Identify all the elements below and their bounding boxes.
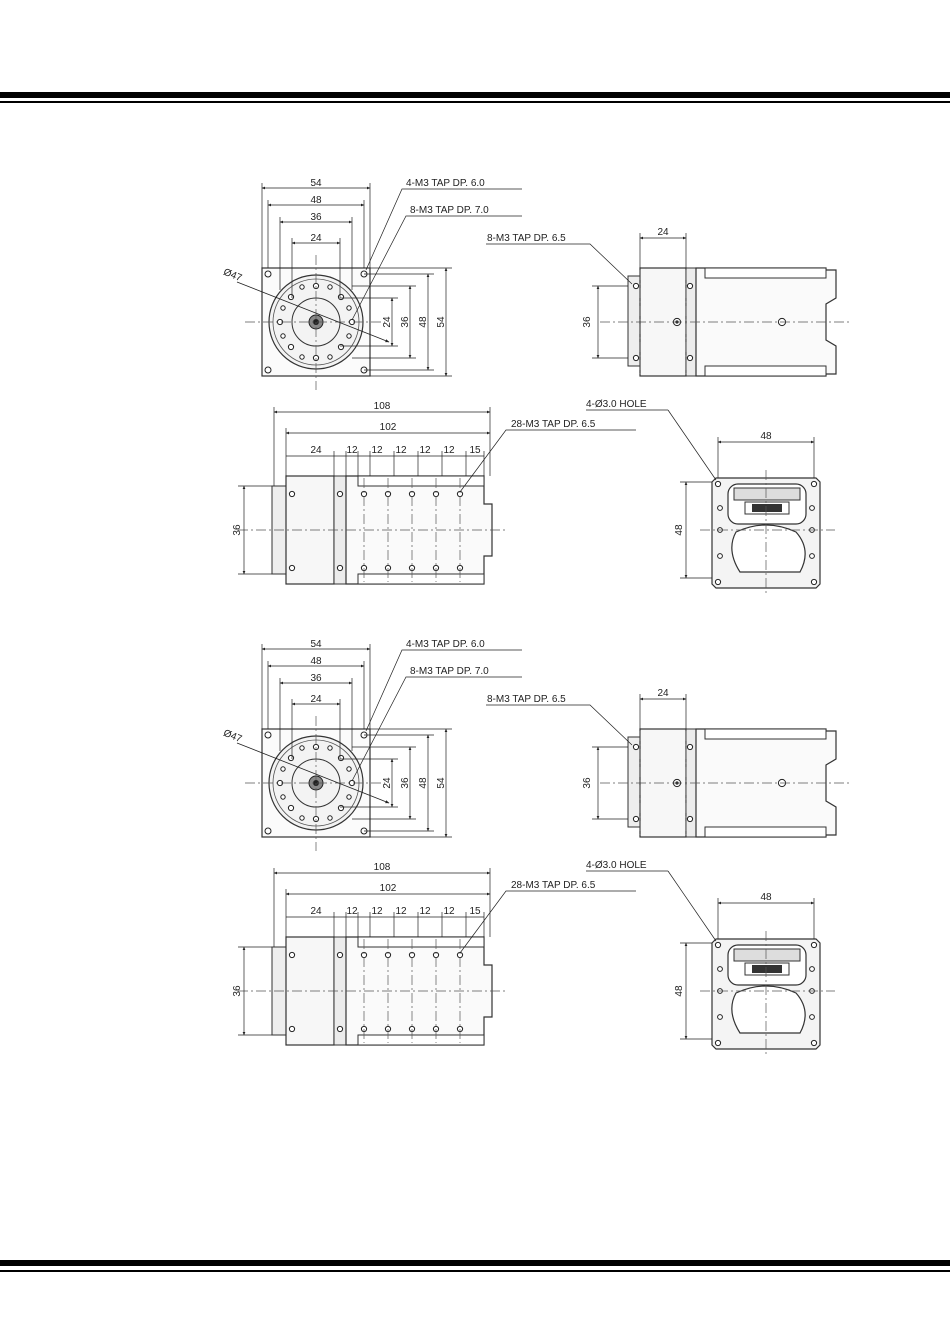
side-dim-seg-4: 12 [395, 445, 407, 456]
front-diameter: Ø47 [222, 267, 244, 284]
labels-set-1: 54 48 36 24 Ø47 24 36 48 54 4-M3 TAP DP.… [222, 178, 772, 536]
side-dim-102: 102 [380, 422, 397, 433]
front-dim-54: 54 [310, 639, 322, 650]
sidetop-dim-24: 24 [657, 227, 669, 238]
side-dim-36: 36 [232, 524, 243, 536]
sidetop-tap-note: 8-M3 TAP DP. 6.5 [487, 694, 566, 705]
side-dim-seg-2: 12 [346, 906, 358, 917]
top-rule-thick [0, 92, 950, 98]
side-tap-note: 28-M3 TAP DP. 6.5 [511, 880, 596, 891]
side-dim-seg-4: 12 [395, 906, 407, 917]
front-dim-48: 48 [310, 656, 322, 667]
front-dim-24: 24 [310, 694, 322, 705]
sidetop-dim-36: 36 [582, 316, 593, 328]
side-dim-seg-5: 12 [419, 445, 431, 456]
side-dim-36: 36 [232, 985, 243, 997]
rear-dim-48h: 48 [674, 985, 685, 997]
side-dim-seg-6: 12 [443, 445, 455, 456]
drawing-set-2 [237, 644, 850, 1057]
front-dim-54: 54 [310, 178, 322, 189]
side-dim-seg-1: 24 [310, 906, 322, 917]
front-dim-h48: 48 [418, 316, 429, 328]
front-dim-36: 36 [310, 212, 322, 223]
front-dim-h54: 54 [436, 316, 447, 328]
front-tap-note-2: 8-M3 TAP DP. 7.0 [410, 205, 489, 216]
front-dim-h48: 48 [418, 777, 429, 789]
front-dim-h24: 24 [382, 316, 393, 328]
side-dim-seg-2: 12 [346, 445, 358, 456]
rear-hole-note: 4-Ø3.0 HOLE [586, 399, 647, 410]
front-tap-note-1: 4-M3 TAP DP. 6.0 [406, 178, 485, 189]
front-tap-note-2: 8-M3 TAP DP. 7.0 [410, 666, 489, 677]
sidetop-dim-36: 36 [582, 777, 593, 789]
side-dim-102: 102 [380, 883, 397, 894]
rear-dim-48w: 48 [760, 892, 772, 903]
front-dim-h24: 24 [382, 777, 393, 789]
side-dim-108: 108 [374, 862, 391, 873]
rear-dim-48w: 48 [760, 431, 772, 442]
front-dim-24: 24 [310, 233, 322, 244]
front-dim-36: 36 [310, 673, 322, 684]
bottom-rule-thick [0, 1260, 950, 1266]
rear-dim-48h: 48 [674, 524, 685, 536]
front-diameter: Ø47 [222, 728, 244, 745]
rear-hole-note: 4-Ø3.0 HOLE [586, 860, 647, 871]
side-dim-seg-1: 24 [310, 445, 322, 456]
side-dim-108: 108 [374, 401, 391, 412]
front-dim-48: 48 [310, 195, 322, 206]
side-dim-seg-3: 12 [371, 445, 383, 456]
side-dim-seg-6: 12 [443, 906, 455, 917]
side-dim-seg-3: 12 [371, 906, 383, 917]
sidetop-tap-note: 8-M3 TAP DP. 6.5 [487, 233, 566, 244]
front-tap-note-1: 4-M3 TAP DP. 6.0 [406, 639, 485, 650]
drawing-set-1 [237, 183, 850, 596]
side-dim-seg-7: 15 [469, 445, 481, 456]
sidetop-dim-24: 24 [657, 688, 669, 699]
bottom-rule-thin [0, 1270, 950, 1272]
labels-set-2: 54 48 36 24 Ø47 24 36 48 54 4-M3 TAP DP.… [222, 639, 772, 997]
front-dim-h36: 36 [400, 777, 411, 789]
front-dim-h54: 54 [436, 777, 447, 789]
side-tap-note: 28-M3 TAP DP. 6.5 [511, 419, 596, 430]
front-dim-h36: 36 [400, 316, 411, 328]
side-dim-seg-7: 15 [469, 906, 481, 917]
top-rule-thin [0, 101, 950, 103]
side-dim-seg-5: 12 [419, 906, 431, 917]
